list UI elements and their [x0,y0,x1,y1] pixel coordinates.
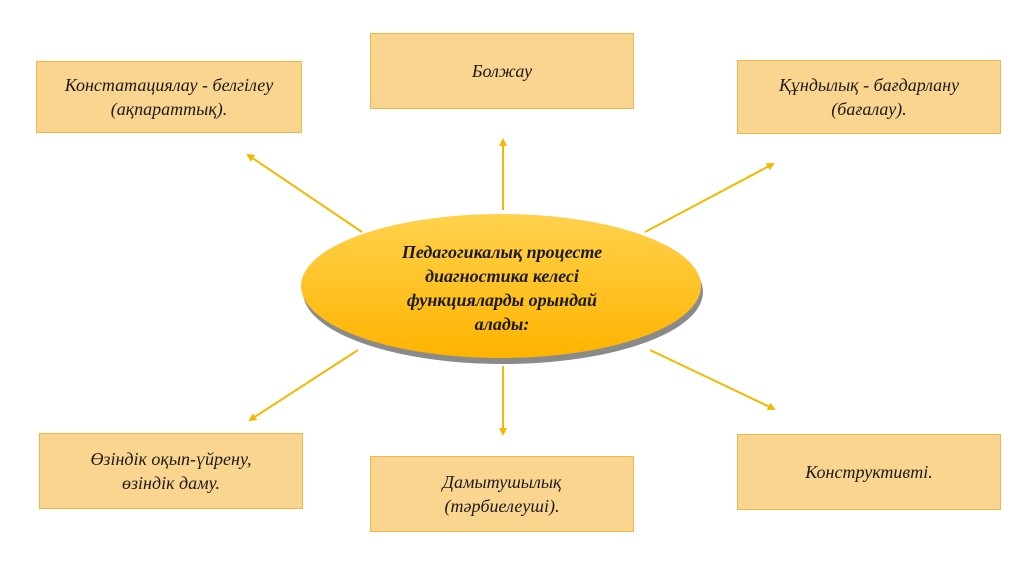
node-top-right-line-1: Құндылық - бағдарлану [778,75,960,95]
node-top-center: Болжау [370,33,634,109]
arrow-to-bottom-left [248,349,359,422]
node-bottom-left: Өзіндік оқып-үйрену, өзіндік даму. [39,433,303,509]
center-text: Педагогикалық процесте диагностика келес… [370,234,634,342]
node-bottom-center-line-1: Дамытушылық [442,472,562,492]
node-top-center-line-1: Болжау [471,61,533,81]
node-bottom-center: Дамытушылық (тәрбиелеуші). [370,456,634,532]
center-text-line-1: Педагогикалық процесте [401,242,603,262]
node-bottom-left-line-2: өзіндік даму. [122,473,220,493]
center-node: Педагогикалық процесте диагностика келес… [300,210,704,366]
center-text-line-2: диагностика келесі [425,266,579,286]
node-bottom-right-line-1: Конструктивті. [805,462,933,482]
node-top-left-line-1: Констатациялау - белгілеу [64,75,274,95]
node-bottom-right: Конструктивті. [737,434,1001,510]
node-top-right-line-2: (бағалау). [831,99,907,119]
arrow-to-bottom-right [649,349,776,411]
node-top-right: Құндылық - бағдарлану (бағалау). [737,60,1001,134]
node-bottom-left-line-1: Өзіндік оқып-үйрену, [90,449,252,469]
center-ellipse-body [301,214,701,358]
node-bottom-center-line-2: (тәрбиелеуші). [444,496,560,516]
center-text-line-3: функцияларды орындай [406,290,598,310]
node-top-left-line-2: (ақпараттық). [110,99,228,119]
arrow-to-top-left [246,153,363,233]
center-ellipse [301,214,703,364]
node-top-left: Констатациялау - белгілеу (ақпараттық). [36,61,302,133]
center-text-line-4: алады: [474,314,530,334]
arrow-to-top-right [644,163,775,233]
